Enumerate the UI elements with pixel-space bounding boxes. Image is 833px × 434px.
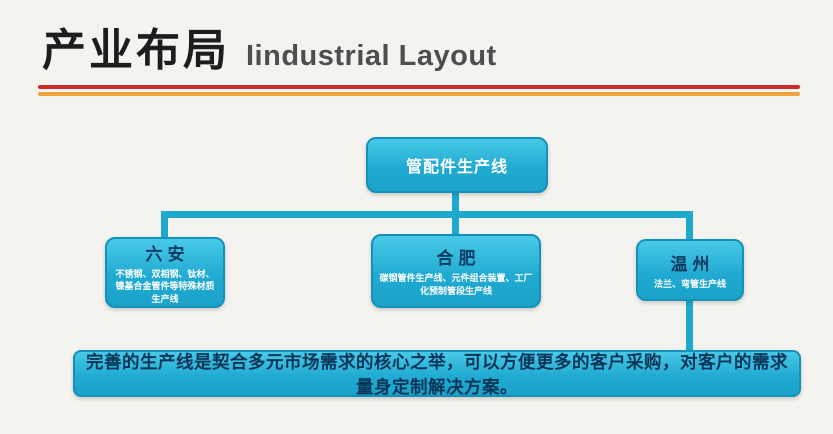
connector-left-vertical — [161, 211, 168, 239]
page-title-english: Iindustrial Layout — [246, 40, 497, 72]
node-hefei: 合肥 碳钢管件生产线、元件组合装置、工厂化预制管段生产线 — [371, 234, 541, 308]
summary-text: 完善的生产线是契合多元市场需求的核心之举，可以方便更多的客户采购，对客户的需求量… — [86, 351, 788, 397]
connector-right-vertical — [686, 211, 693, 241]
node-luan-city: 六安 — [145, 244, 190, 264]
connector-middle-vertical — [452, 211, 459, 236]
node-luan-description: 不锈钢、双相钢、钛材、镍基合金管件等特殊材质生产线 — [115, 268, 215, 304]
divider-red-line — [38, 85, 800, 89]
page-title-chinese: 产业布局 — [42, 26, 230, 75]
connector-summary-vertical — [686, 299, 693, 352]
node-wenzhou-description: 法兰、弯管生产线 — [653, 278, 726, 289]
divider-orange-line — [38, 92, 800, 96]
connector-horizontal — [161, 211, 693, 218]
node-root-label: 管配件生产线 — [405, 159, 508, 176]
node-wenzhou: 温州 法兰、弯管生产线 — [636, 239, 744, 301]
summary-bar: 完善的生产线是契合多元市场需求的核心之举，可以方便更多的客户采购，对客户的需求量… — [73, 350, 801, 397]
connector-root-vertical — [452, 191, 459, 214]
node-hefei-city: 合肥 — [436, 249, 481, 269]
node-wenzhou-city: 温州 — [670, 254, 715, 274]
node-luan: 六安 不锈钢、双相钢、钛材、镍基合金管件等特殊材质生产线 — [105, 237, 225, 308]
header: 产业布局 Iindustrial Layout — [42, 14, 497, 78]
title-divider — [38, 85, 800, 96]
node-root-pipe-fittings-line: 管配件生产线 — [366, 137, 548, 193]
node-hefei-description: 碳钢管件生产线、元件组合装置、工厂化预制管段生产线 — [379, 273, 533, 296]
